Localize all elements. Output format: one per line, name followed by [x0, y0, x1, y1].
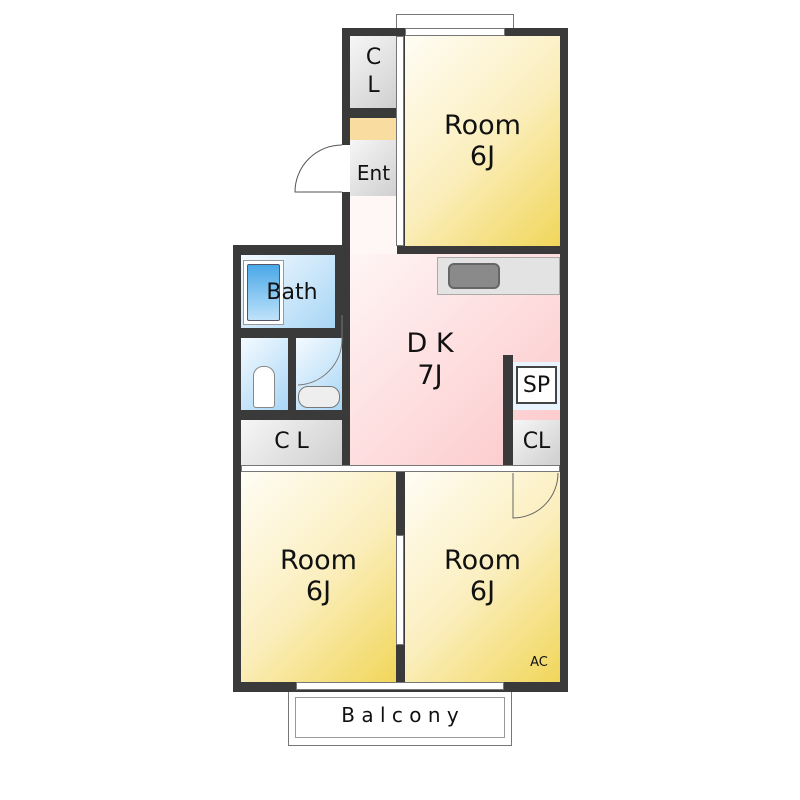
closet-north [350, 36, 397, 108]
hallway [350, 196, 397, 258]
entrance [350, 140, 397, 196]
dk-size: 7J [417, 360, 443, 391]
southwest-room-size: 6J [305, 576, 332, 607]
sliding-doors-south-rooms[interactable] [241, 465, 560, 472]
closet-north-l: L [367, 73, 380, 98]
front-door-opening[interactable] [342, 145, 350, 192]
balcony-label: B a l c o n y [341, 703, 459, 727]
ac-label: AC [530, 655, 548, 670]
southeast-room-size: 6J [469, 576, 496, 607]
washroom-door-swing-icon [297, 315, 343, 386]
north-room-name: Room [444, 110, 521, 141]
bath-label: Bath [266, 280, 318, 305]
storage-label: SP [522, 373, 551, 398]
front-door-swing-icon [294, 144, 343, 193]
closet-east-label: CL [522, 429, 551, 454]
closet-west [241, 420, 342, 465]
balcony [295, 697, 505, 738]
toilet-icon [253, 366, 275, 408]
closet-west-label: C L [274, 429, 309, 454]
southwest-room-name: Room [280, 545, 357, 576]
shoe-step [350, 118, 397, 140]
south-rooms-partition-door[interactable] [396, 535, 404, 645]
washbasin-icon [298, 386, 340, 408]
southeast-room [405, 472, 560, 682]
north-room-sliding-door[interactable] [396, 36, 404, 246]
bathtub-icon [247, 264, 280, 321]
southeast-room-name: Room [444, 545, 521, 576]
wall-dk-east [503, 355, 513, 470]
north-room-size: 6J [469, 141, 496, 172]
north-room-window [405, 28, 505, 36]
closet-east [513, 420, 560, 465]
closet-door-swing-icon [512, 472, 559, 519]
north-room [405, 36, 560, 246]
southwest-room [241, 472, 396, 682]
balcony-windows[interactable] [296, 682, 504, 690]
kitchen-sink-icon [448, 263, 500, 289]
dk-name: D K [406, 328, 454, 359]
storage-box [516, 366, 557, 404]
entrance-label: Ent [356, 161, 391, 185]
closet-north-c: C [365, 45, 382, 70]
